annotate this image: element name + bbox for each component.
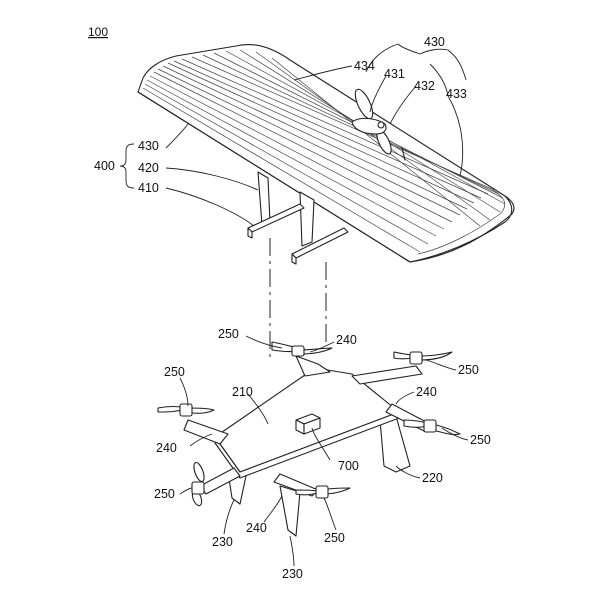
rotor-rear-right bbox=[393, 351, 453, 365]
label-240-front: 240 bbox=[246, 521, 267, 535]
label-432: 432 bbox=[414, 79, 435, 93]
strut-front bbox=[257, 171, 271, 226]
leg-front-center bbox=[279, 485, 301, 537]
arm-left bbox=[183, 419, 229, 445]
label-410: 410 bbox=[138, 181, 159, 195]
label-434: 434 bbox=[354, 59, 375, 73]
label-700: 700 bbox=[338, 459, 359, 473]
label-431: 431 bbox=[384, 67, 405, 81]
label-220: 220 bbox=[422, 471, 443, 485]
rotor-rear-left bbox=[271, 341, 333, 357]
wing-tip-edge bbox=[409, 195, 513, 263]
label-230-left: 230 bbox=[212, 535, 233, 549]
figure-number: 100 bbox=[88, 25, 108, 39]
wing-segment-divider bbox=[401, 147, 406, 161]
leader-lines bbox=[119, 43, 469, 567]
label-240-rear-left: 240 bbox=[336, 333, 357, 347]
mount-rail-rear-lower bbox=[291, 253, 297, 265]
label-430-left: 430 bbox=[138, 139, 159, 153]
label-240-left: 240 bbox=[156, 441, 177, 455]
wing-propeller bbox=[351, 88, 392, 155]
wing-strut-assembly bbox=[247, 171, 349, 265]
label-240-right: 240 bbox=[416, 385, 437, 399]
wing-propeller-nacelle bbox=[351, 117, 387, 135]
label-250-right: 250 bbox=[470, 433, 491, 447]
mount-rail-rear bbox=[291, 227, 349, 259]
arm-rear-right bbox=[351, 365, 423, 385]
controller-box bbox=[295, 413, 321, 435]
label-250-rear-left: 250 bbox=[218, 327, 239, 341]
drone-body bbox=[157, 341, 461, 537]
label-210: 210 bbox=[232, 385, 253, 399]
label-230-bottom: 230 bbox=[282, 567, 303, 581]
label-250-left: 250 bbox=[164, 365, 185, 379]
strut-rear bbox=[299, 191, 315, 247]
wing-module bbox=[137, 43, 515, 265]
label-250-rear-right: 250 bbox=[458, 363, 479, 377]
label-420: 420 bbox=[138, 161, 159, 175]
mount-rail-front bbox=[247, 203, 305, 233]
reference-labels: 430 434 431 432 433 430 400 420 410 250 … bbox=[94, 35, 491, 581]
wing-trailing-edge bbox=[137, 91, 411, 263]
rotor-left bbox=[157, 403, 215, 417]
label-430-top: 430 bbox=[424, 35, 445, 49]
wing-propeller-hub bbox=[377, 121, 385, 129]
label-400: 400 bbox=[94, 159, 115, 173]
wing-body bbox=[137, 43, 515, 263]
arm-rear-left bbox=[295, 355, 331, 377]
rotor-front-left bbox=[191, 461, 205, 507]
rotor-right bbox=[403, 419, 461, 436]
label-250-front-left: 250 bbox=[154, 487, 175, 501]
rotor-front-right bbox=[295, 485, 351, 499]
mount-rail-front-lower bbox=[247, 227, 253, 239]
label-250-front-right: 250 bbox=[324, 531, 345, 545]
label-433: 433 bbox=[446, 87, 467, 101]
